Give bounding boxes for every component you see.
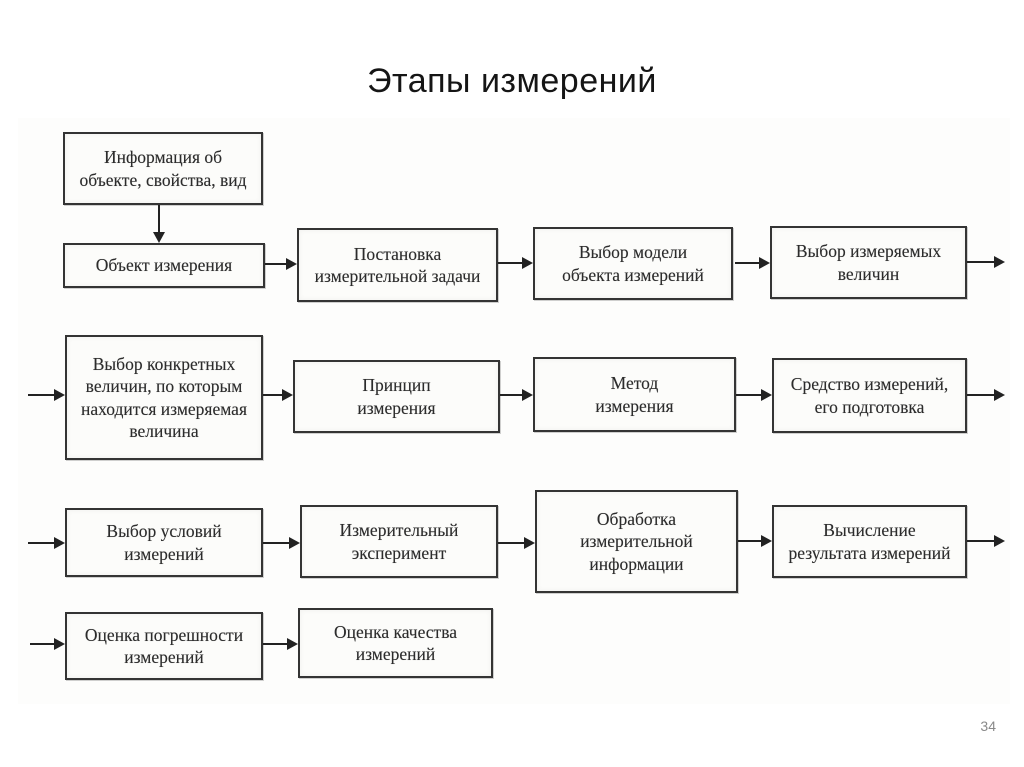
box-experiment-label: Измерительный эксперимент: [339, 520, 459, 563]
arrow-right-row2-exit: [967, 389, 1005, 401]
arrow-right-task-to-model: [498, 257, 533, 269]
box-principle-label: Принцип измерения: [357, 375, 436, 418]
box-processing: Обработка измерительной информации: [535, 490, 738, 593]
arrow-right-row4-entry: [30, 638, 65, 650]
box-quantities-selection: Выбор измеряемых величин: [770, 226, 967, 299]
box-method: Метод измерения: [533, 357, 736, 432]
box-result-calculation: Вычисление результата измерений: [772, 505, 967, 578]
arrow-right-model-to-quantities: [735, 257, 770, 269]
box-task-statement: Постановка измерительной задачи: [297, 228, 498, 302]
box-processing-label: Обработка измерительной информации: [580, 508, 693, 574]
arrow-right-experiment-to-processing: [498, 537, 535, 549]
box-measurement-object-label: Объект измерения: [95, 255, 233, 276]
box-model-selection-label: Выбор модели объекта измерений: [562, 242, 704, 285]
box-measurement-object: Объект измерения: [63, 243, 265, 288]
box-principle: Принцип измерения: [293, 360, 500, 433]
arrow-down-info-to-object: [153, 205, 165, 243]
arrow-right-row3-exit: [967, 535, 1005, 547]
slide-title: Этапы измерений: [367, 62, 657, 100]
box-object-info: Информация об объекте, свойства, вид: [63, 132, 263, 205]
box-conditions: Выбор условий измерений: [65, 508, 263, 577]
box-task-statement-label: Постановка измерительной задачи: [314, 243, 481, 286]
box-quality-estimation-label: Оценка качества измерений: [333, 621, 458, 664]
arrow-right-error-to-quality: [263, 638, 298, 650]
slide-number: 34: [980, 718, 996, 734]
box-model-selection: Выбор модели объекта измерений: [533, 227, 733, 300]
box-experiment: Измерительный эксперимент: [300, 505, 498, 578]
box-quantities-selection-label: Выбор измеряемых величин: [795, 241, 942, 284]
box-error-estimation-label: Оценка погрешности измерений: [84, 624, 244, 667]
arrow-right-method-to-instrument: [736, 389, 772, 401]
box-specific-quantities: Выбор конкретных величин, по которым нах…: [65, 335, 263, 460]
box-object-info-label: Информация об объекте, свойства, вид: [79, 147, 247, 190]
box-instrument: Средство измерений, его подготовка: [772, 358, 967, 433]
box-quality-estimation: Оценка качества измерений: [298, 608, 493, 678]
box-specific-quantities-label: Выбор конкретных величин, по которым нах…: [81, 353, 247, 441]
box-result-calculation-label: Вычисление результата измерений: [788, 520, 951, 563]
arrow-right-row1-exit: [967, 256, 1005, 268]
arrow-right-principle-to-method: [500, 389, 533, 401]
box-instrument-label: Средство измерений, его подготовка: [790, 374, 949, 417]
box-conditions-label: Выбор условий измерений: [106, 521, 222, 564]
box-error-estimation: Оценка погрешности измерений: [65, 612, 263, 680]
box-method-label: Метод измерения: [595, 373, 674, 416]
arrow-right-specific-to-principle: [263, 389, 293, 401]
arrow-right-object-to-task: [265, 258, 297, 270]
arrow-right-row3-entry: [28, 537, 65, 549]
arrow-right-conditions-to-experiment: [263, 537, 300, 549]
arrow-right-processing-to-result: [738, 535, 772, 547]
arrow-right-row2-entry: [28, 389, 65, 401]
